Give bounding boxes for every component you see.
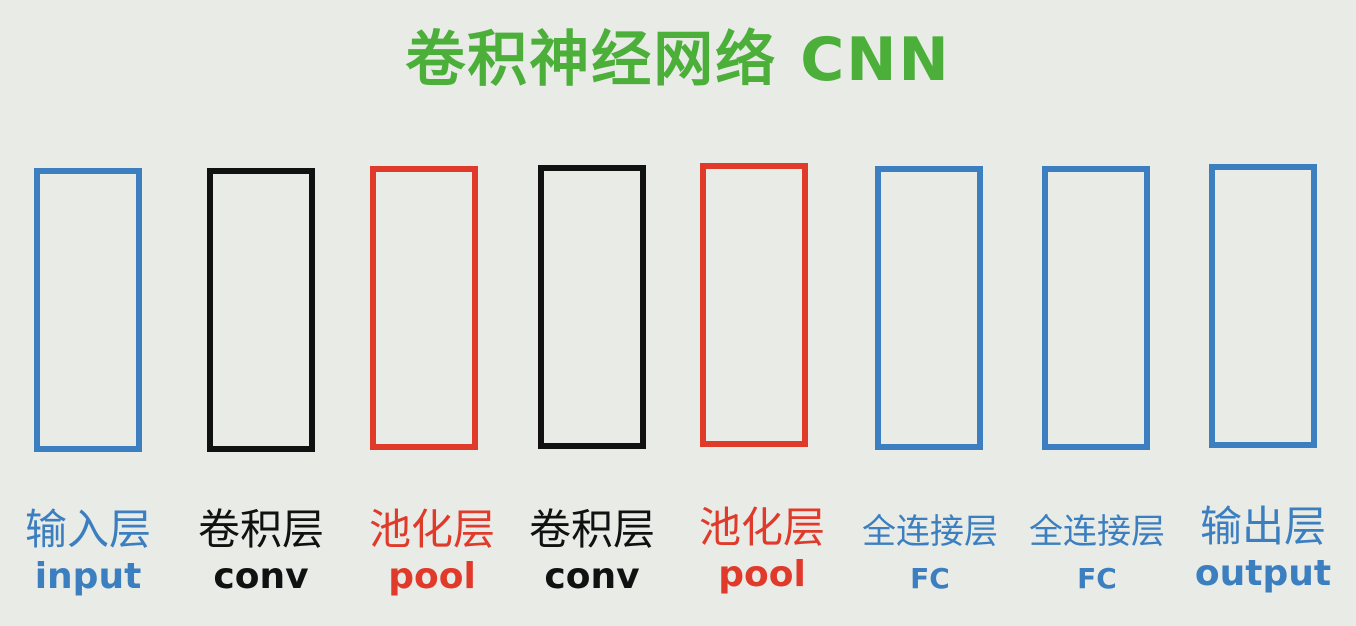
layer-box-input	[34, 168, 142, 452]
layer-label-cn: 全连接层	[862, 512, 998, 552]
layer-label-en: FC	[910, 562, 950, 595]
layer-label-cn: 卷积层	[197, 505, 324, 554]
layer-label-cn: 卷积层	[528, 505, 655, 554]
layer-label-pool-2: 池化层 pool	[677, 503, 847, 597]
layer-label-en: pool	[718, 554, 806, 595]
layer-label-pool-1: 池化层 pool	[347, 505, 517, 599]
layer-label-cn: 池化层	[698, 503, 825, 552]
layer-label-en: FC	[1077, 562, 1117, 595]
layer-label-conv-1: 卷积层 conv	[176, 505, 346, 599]
layer-box-pool-2	[700, 163, 808, 447]
layer-label-fc-1: 全连接层 FC	[845, 507, 1015, 601]
layer-label-en: conv	[213, 556, 309, 597]
layer-box-fc-1	[875, 166, 983, 450]
diagram-title: 卷积神经网络 CNN	[405, 25, 951, 95]
layer-label-conv-2: 卷积层 conv	[507, 505, 677, 599]
layer-label-cn: 全连接层	[1029, 512, 1165, 552]
layer-box-conv-2	[538, 165, 646, 449]
layer-box-pool-1	[370, 166, 478, 450]
layer-box-output	[1209, 164, 1317, 448]
layer-label-fc-2: 全连接层 FC	[1012, 507, 1182, 601]
layer-label-en: input	[34, 556, 142, 597]
layer-label-en: conv	[544, 556, 640, 597]
layer-box-fc-2	[1042, 166, 1150, 450]
layer-label-cn: 池化层	[368, 505, 495, 554]
layer-label-en: pool	[388, 556, 476, 597]
layer-label-en: output	[1194, 553, 1332, 594]
layer-label-cn: 输出层	[1199, 502, 1326, 551]
layer-label-cn: 输入层	[24, 505, 151, 554]
layer-box-conv-1	[207, 168, 315, 452]
layer-label-input: 输入层 input	[3, 505, 173, 599]
layer-label-output: 输出层 output	[1178, 502, 1348, 596]
